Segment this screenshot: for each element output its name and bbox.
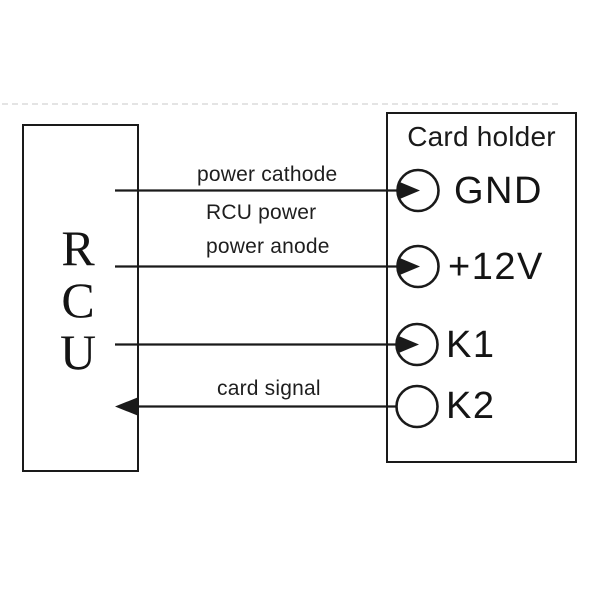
- card-holder-title: Card holder: [407, 121, 556, 152]
- terminal-arrow-k1-icon: [397, 335, 419, 354]
- wire-label-power-anode: power anode: [206, 235, 330, 258]
- terminal-label-k1: K1: [446, 324, 496, 366]
- watermark-artifact-line: [2, 103, 558, 105]
- terminal-arrow-gnd-icon: [398, 181, 420, 200]
- rcu-letter-c: C: [61, 272, 95, 328]
- wire-label-rcu-power: RCU power: [206, 201, 317, 224]
- rcu-letter-r: R: [61, 220, 95, 276]
- rcu-box: [22, 124, 139, 472]
- rcu-label: R C U: [22, 222, 134, 378]
- wire-label-power-cathode: power cathode: [197, 163, 338, 186]
- terminal-label-12v: +12V: [448, 246, 544, 288]
- terminal-label-k2: K2: [446, 385, 496, 427]
- wire-label-card-signal: card signal: [217, 377, 321, 400]
- terminal-circle-k2: [395, 384, 439, 429]
- rcu-letter-u: U: [59, 324, 97, 380]
- terminal-label-gnd: GND: [454, 170, 543, 212]
- card-signal-left-arrow-icon: [115, 397, 138, 416]
- terminal-arrow-12v-icon: [398, 257, 420, 276]
